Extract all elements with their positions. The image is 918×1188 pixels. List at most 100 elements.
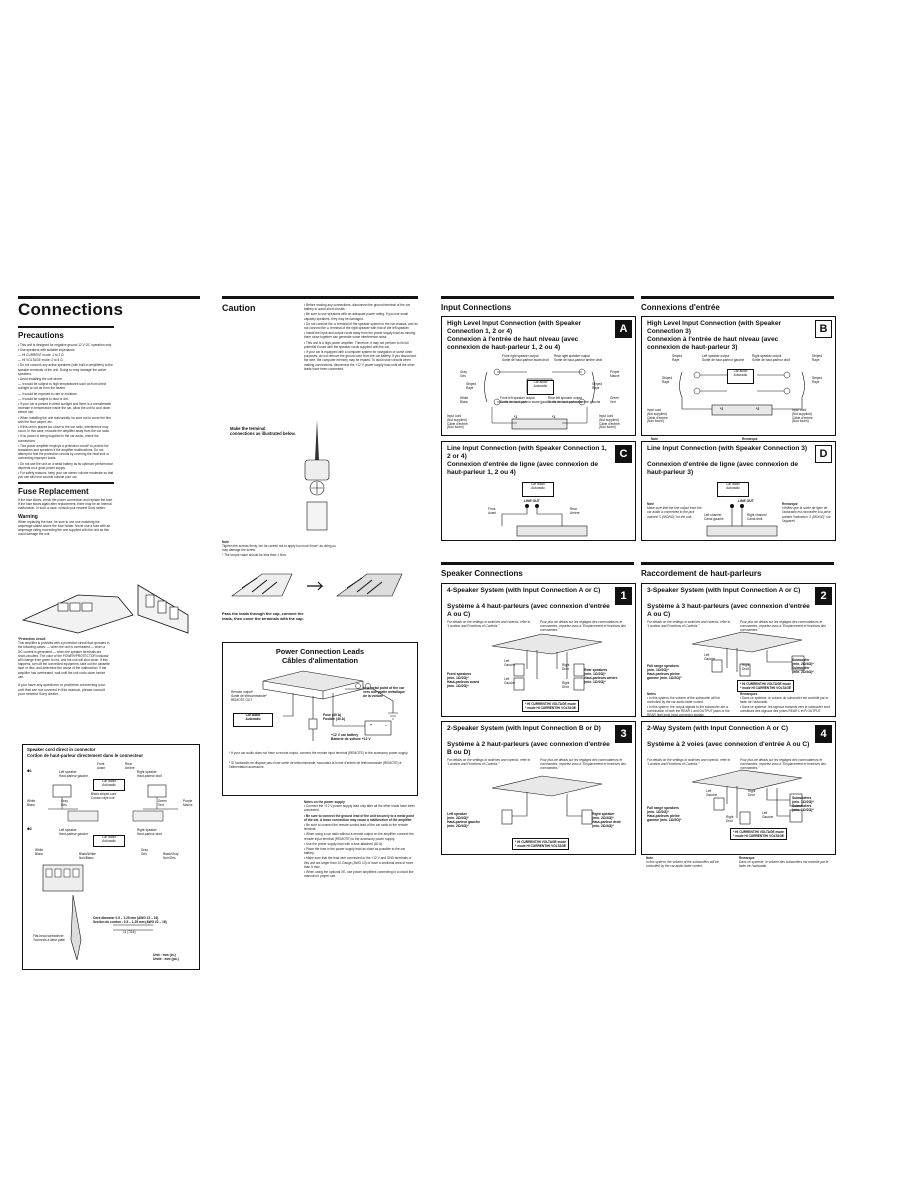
panel-1-left: Left Gauche <box>504 659 516 667</box>
panel-a: A High Level Input Connection (with Spea… <box>441 316 636 436</box>
power-box-titles: Power Connection Leads Câbles d'alimenta… <box>223 647 417 665</box>
notes-item: • When using a car radio without a remot… <box>304 832 414 841</box>
panel-a-white: White Blanc <box>460 396 469 404</box>
black-white-label: Black/White Noir/Blanc <box>79 852 96 860</box>
panel-d-car-audio: Car audio Autoradio <box>717 482 749 497</box>
precaution-item: • When installing the unit horizontally,… <box>18 415 111 424</box>
precautions-rule <box>18 326 114 328</box>
battery-minus: – <box>385 723 387 727</box>
panel-1-intro-en: For details on the settings of switches … <box>447 620 531 629</box>
panel-a-striped-r: Striped Rayé <box>592 382 603 390</box>
input-connections-title: Input Connections <box>441 303 512 312</box>
notes-item: • Use the power supply lead with a fuse … <box>304 841 384 846</box>
speaker-connections-title: Speaker Connections <box>441 569 523 578</box>
panel-2-intro-fr: Pour plus de détails sur les réglages de… <box>740 620 826 633</box>
notes-item: • Be sure to connect the ground lead of … <box>304 813 415 822</box>
battery-label: +12 V car battery Batterie de voiture +1… <box>331 733 371 741</box>
panel-b-diagram <box>679 371 805 416</box>
panel-2-left: Left Gauche <box>704 653 716 661</box>
caution-item: • Be sure to use speakers with an adequa… <box>304 312 408 321</box>
connexions-entree-title: Connexions d'entrée <box>641 303 720 312</box>
closing-text: If you have any questions or problems co… <box>18 683 106 697</box>
caution-list: • Before making any connections, disconn… <box>304 303 418 372</box>
purple-label: Purple Mauve <box>183 799 193 807</box>
panel-4-right: Right Droit <box>748 789 756 797</box>
precaution-item: • This power amplifier employs a protect… <box>18 443 110 461</box>
protection-text: This amplifier is provided with a protec… <box>18 641 110 679</box>
terminal-screw-illustration <box>304 420 330 531</box>
panel-3: 3 2-Speaker System (with Input Connectio… <box>441 721 636 855</box>
direct-terminal-block <box>42 864 84 892</box>
fuse-text: If the fuse blows, check the power conne… <box>18 497 113 511</box>
power-car-audio-box: Car audio Autoradio <box>233 713 273 727</box>
panel-1-left-b: Left Gauche <box>504 677 516 685</box>
panel-4-intro-fr: Pour plus de détails sur les réglages de… <box>740 758 826 771</box>
panel-4-intro-en: For details on the settings of switches … <box>647 758 731 767</box>
panel-2-notes-head: Notes <box>647 692 656 696</box>
panel-1-intro-fr: Pour plus de détails sur les réglages de… <box>540 620 626 633</box>
panel-2-badge: 2 <box>815 587 832 605</box>
panel-1: 1 4-Speaker System (with Input Connectio… <box>441 583 636 717</box>
panel-4-note-text: In this system, the volume of the subwoo… <box>646 860 719 869</box>
panel-a-purple: Purple Mauve <box>610 370 620 378</box>
rear-label: Rear Arrière <box>125 762 135 770</box>
panel-1-rear-speakers: Rear speakers (min. 1Ω/2Ω)* Haut-parleur… <box>584 668 618 684</box>
p3-top-rule <box>441 296 634 299</box>
battery-plus: + <box>370 723 372 727</box>
panel-1-right-b: Right Droit <box>562 681 570 689</box>
panel-1-title-fr: Système à 4 haut-parleurs (avec connexio… <box>447 603 610 618</box>
front-label: Front Avant <box>97 762 106 770</box>
protection-heading: *Protection circuit <box>18 637 46 641</box>
ground-label: to a metal point of the car vers une par… <box>363 686 405 698</box>
panel-b-rem-head: Remarque <box>742 437 758 441</box>
precaution-item: — HI VOLTAGE mode: 2 to 8 Ω. <box>18 358 64 363</box>
panel-a-rear-left: Rear left speaker output Sortie de haut-… <box>548 396 601 404</box>
panel-b: B High Level Input Connection (with Spea… <box>641 316 836 436</box>
precaution-item: — it would be subject to dust or dirt. <box>18 396 69 401</box>
panel-a-rear-right: Rear right speaker output Sortie de haut… <box>554 354 603 362</box>
panel-4-badge: 4 <box>815 725 832 743</box>
screwdriver-label: Flat-head screwdriver Tournevis à lame p… <box>33 934 65 942</box>
panel-a-mark-2: *1 <box>552 415 556 419</box>
panel-b-badge: B <box>815 320 832 338</box>
fuse-illustration <box>21 584 189 634</box>
power-connection-box: Power Connection Leads Câbles d'alimenta… <box>222 642 418 796</box>
power-title-fr: Câbles d'alimentation <box>281 656 359 665</box>
p2-top-rule <box>222 296 418 299</box>
panel-b-title-en: High Level Input Connection (with Speake… <box>647 320 782 335</box>
panel-d-title-fr: Connexion d'entrée de ligne (avec connex… <box>647 461 799 476</box>
panel-3-mode-fr: * mode HI CURRENT/HI VOLTAGE <box>515 844 567 849</box>
panel-2-notes: Notes • In this system, the volume of th… <box>647 692 733 717</box>
panel-a-front-right: Front right speaker output Sortie de hau… <box>502 354 549 362</box>
warning-text: When replacing the fuse, be sure to use … <box>18 519 111 537</box>
p1-top-rule <box>18 296 200 299</box>
p2-note-heading: Note <box>222 540 230 544</box>
panel-4-rem-text: Dans ce système, le volume des subwoofer… <box>739 860 829 869</box>
panel-a-input-cord-r: Input cord (Not supplied) Câble d'entrée… <box>599 414 620 430</box>
panel-d-note-text: Make sure that the line output from the … <box>647 506 702 519</box>
panel-b-title-fr: Connexion à l'entrée de haut niveau (ave… <box>647 336 779 351</box>
panel-d-note: Note Make sure that the line output from… <box>647 502 702 519</box>
panel-3-title-fr: Système à 2 haut-parleurs (avec connexio… <box>447 741 610 756</box>
panel-2-right: Right Droit <box>742 663 750 671</box>
precaution-item: • Do not use the unit on a weak battery … <box>18 461 114 470</box>
notes-heading: Notes on the power supply <box>304 800 345 804</box>
panel-c-line-out: LINE OUT <box>524 499 540 503</box>
direct-heading-en: Speaker cord direct in connector <box>27 747 96 752</box>
panel-4-left-b: Left Gauche <box>762 811 774 819</box>
power-wiring-diagram <box>262 670 398 741</box>
panel-2-title-en: 3-Speaker System (with Input Connection … <box>647 587 801 594</box>
panel-4-mode-en: * HI CURRENT/HI VOLTAGE mode <box>733 830 785 834</box>
panel-c-title-en: Line Input Connection (with Speaker Conn… <box>447 445 607 460</box>
caution-item: • This unit is a high power amplifier. T… <box>304 340 409 349</box>
panel-d-badge: D <box>815 445 832 463</box>
precautions-heading: Precautions <box>18 330 64 340</box>
panel-1-mode-fr: * mode HI CURRENT/HI VOLTAGE <box>525 706 577 711</box>
mark-1: ✽1 <box>27 769 32 773</box>
strip-length-label: 11 (7/16) <box>123 930 136 934</box>
panel-2-intro-en: For details on the settings of switches … <box>647 620 731 629</box>
panel-d-right-channel: Right channel Canal droit <box>747 513 767 521</box>
panel-4-right-b: Right Droit <box>726 815 734 823</box>
p1-title: Connections <box>18 300 124 319</box>
precaution-item: — it would be exposed to rain or moistur… <box>18 391 78 396</box>
